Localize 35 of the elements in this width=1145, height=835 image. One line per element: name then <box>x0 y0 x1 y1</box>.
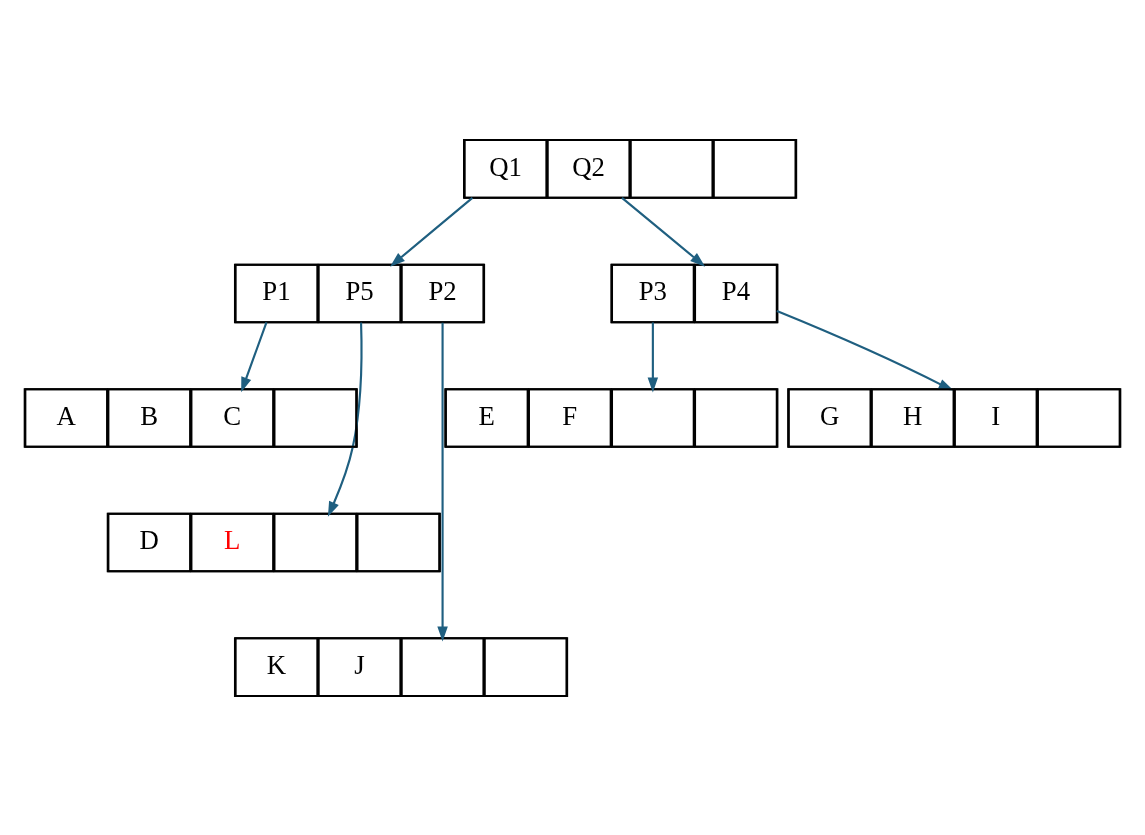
node-box: J <box>317 636 402 697</box>
node-box <box>273 387 358 448</box>
node-box: K <box>234 636 319 697</box>
node-box <box>273 512 358 572</box>
node-box <box>629 138 714 199</box>
node-box: P1 <box>234 263 319 323</box>
node-box: A <box>24 387 109 448</box>
node-box: I <box>953 387 1038 448</box>
node-box: L <box>190 512 275 572</box>
node-box: G <box>787 387 872 448</box>
node-box <box>400 636 485 697</box>
node-box: P4 <box>694 263 778 323</box>
node-box <box>712 138 797 199</box>
node-box: P3 <box>611 263 695 323</box>
node-box: P2 <box>400 263 485 323</box>
node-box <box>356 512 441 572</box>
node-box: B <box>107 387 192 448</box>
node-box <box>483 636 568 697</box>
arrow <box>327 322 363 517</box>
arrow <box>647 321 659 392</box>
arrow <box>621 196 706 267</box>
node-box <box>611 387 695 448</box>
node-box: D <box>107 512 192 572</box>
arrow <box>437 322 448 642</box>
node-box: Q1 <box>463 138 548 199</box>
node-box <box>1036 387 1121 448</box>
node-box: C <box>190 387 275 448</box>
node-box: E <box>444 387 529 448</box>
node-box: F <box>527 387 612 448</box>
node-box: Q2 <box>546 138 631 199</box>
node-box <box>694 387 778 448</box>
arrow <box>241 321 268 392</box>
arrow <box>390 196 474 267</box>
node-box: P5 <box>317 263 402 323</box>
node-box: H <box>870 387 955 448</box>
